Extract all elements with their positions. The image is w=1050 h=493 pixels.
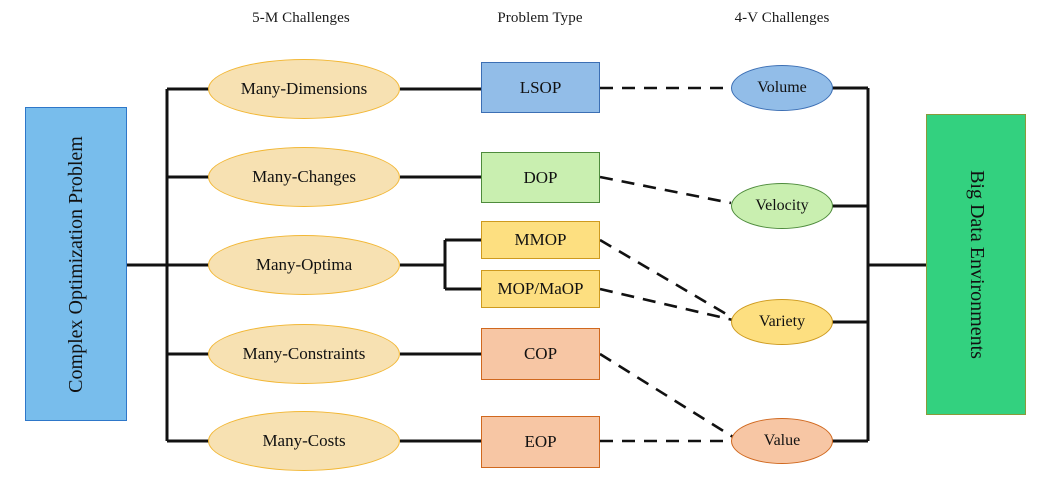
- node-mmop[interactable]: MMOP: [481, 221, 600, 259]
- column-header-problem-type: Problem Type: [497, 10, 583, 26]
- big-data-environments-label: Big Data Environments: [965, 170, 988, 359]
- node-label-many-constraints: Many-Constraints: [242, 344, 366, 363]
- node-label-many-costs: Many-Costs: [262, 431, 346, 450]
- node-label-many-dimensions: Many-Dimensions: [240, 79, 368, 98]
- node-variety[interactable]: Variety: [731, 299, 833, 345]
- node-velocity[interactable]: Velocity: [731, 183, 833, 229]
- node-dop[interactable]: DOP: [481, 152, 600, 203]
- column-header-5m: 5-M Challenges: [252, 10, 350, 26]
- node-label-many-optima: Many-Optima: [255, 255, 353, 274]
- node-label-velocity: Velocity: [755, 197, 809, 214]
- node-label-volume: Volume: [757, 79, 807, 96]
- node-label-many-changes: Many-Changes: [252, 167, 356, 186]
- node-label-mmop: MMOP: [514, 230, 567, 249]
- column-header-4v: 4-V Challenges: [734, 10, 830, 26]
- dashed-link-cop-to-value: [599, 352, 734, 439]
- dashed-link-mop-maop-to-variety: [599, 287, 734, 322]
- dashed-link-dop-to-velocity: [599, 175, 732, 205]
- node-many-optima[interactable]: Many-Optima: [208, 235, 400, 295]
- complex-optimization-problem-label: Complex Optimization Problem: [64, 135, 87, 393]
- node-cop[interactable]: COP: [481, 328, 600, 380]
- node-label-eop: EOP: [524, 432, 557, 451]
- node-label-cop: COP: [523, 344, 558, 363]
- node-eop[interactable]: EOP: [481, 416, 600, 468]
- node-many-changes[interactable]: Many-Changes: [208, 147, 400, 207]
- complex-optimization-problem-block[interactable]: Complex Optimization Problem: [25, 107, 127, 421]
- node-value[interactable]: Value: [731, 418, 833, 464]
- node-many-dimensions[interactable]: Many-Dimensions: [208, 59, 400, 119]
- node-label-mop-maop: MOP/MaOP: [497, 279, 584, 298]
- node-label-variety: Variety: [758, 313, 806, 330]
- dashed-link-mmop-to-variety: [599, 238, 734, 320]
- node-volume[interactable]: Volume: [731, 65, 833, 111]
- big-data-environments-block[interactable]: Big Data Environments: [926, 114, 1026, 415]
- node-label-value: Value: [763, 432, 801, 449]
- node-many-constraints[interactable]: Many-Constraints: [208, 324, 400, 384]
- node-mop-maop[interactable]: MOP/MaOP: [481, 270, 600, 308]
- node-label-lsop: LSOP: [519, 77, 562, 97]
- node-lsop[interactable]: LSOP: [481, 62, 600, 113]
- node-label-dop: DOP: [523, 167, 558, 187]
- node-many-costs[interactable]: Many-Costs: [208, 411, 400, 471]
